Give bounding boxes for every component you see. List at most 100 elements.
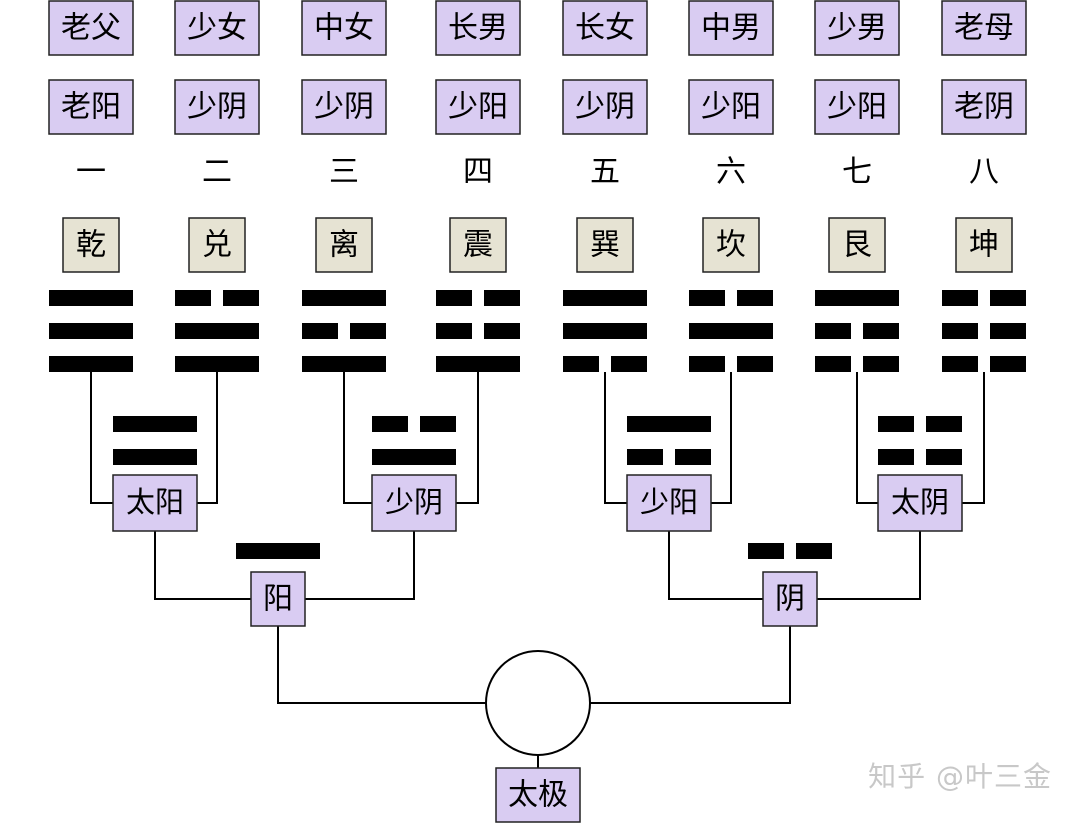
yinyang-label-7: 少阳 [814, 79, 900, 135]
trigram-7-row-3-yin-line [815, 356, 899, 372]
svg-text:阴: 阴 [775, 582, 805, 617]
trigram-4-row-3-yang-line [436, 356, 520, 372]
trigram-1-row-2-yang-line [49, 323, 133, 339]
family-role-7: 少男 [814, 0, 900, 56]
four-image-1-row-1-yang-line [113, 416, 197, 432]
trigram-3-row-2-yin-line [302, 323, 386, 339]
trigram-4-row-2-yin-line [436, 323, 520, 339]
four-image-3: 少阳 [626, 474, 712, 532]
trigram-number-5: 五 [590, 155, 620, 190]
svg-text:少阴: 少阴 [314, 90, 374, 125]
svg-text:少阳: 少阳 [448, 90, 508, 125]
family-role-6: 中男 [688, 0, 774, 56]
yinyang-label-6: 少阳 [688, 79, 774, 135]
yinyang-label-8: 老阴 [941, 79, 1027, 135]
yinyang-label-4: 少阳 [435, 79, 521, 135]
svg-text:太极: 太极 [508, 778, 568, 813]
svg-text:老父: 老父 [61, 11, 121, 46]
trigram-2-row-3-yang-line [175, 356, 259, 372]
trigram-5-row-1-yang-line [563, 290, 647, 306]
connector-four-image-4 [817, 531, 921, 600]
trigram-number-7: 七 [842, 155, 872, 190]
trigram-number-8: 八 [969, 155, 999, 190]
yinyang-label-1: 老阳 [48, 79, 134, 135]
connector-four-image-3 [668, 531, 763, 600]
two-form-1: 阳 [250, 571, 306, 627]
trigram-1-row-1-yang-line [49, 290, 133, 306]
four-image-4: 太阴 [877, 474, 963, 532]
taiji-circle [485, 650, 591, 756]
trigram-name-7: 艮 [828, 217, 886, 273]
connector-trigram-2 [197, 372, 218, 504]
svg-text:震: 震 [463, 228, 493, 263]
four-image-1-row-2-yang-line [113, 449, 197, 465]
connector-trigram-4 [456, 372, 479, 504]
trigram-7-row-1-yang-line [815, 290, 899, 306]
connector-trigram-8 [962, 372, 985, 504]
svg-text:离: 离 [329, 228, 359, 263]
connector-yang-taiji [277, 626, 486, 704]
family-role-2: 少女 [174, 0, 260, 56]
connector-yin-taiji [590, 626, 791, 704]
svg-text:坤: 坤 [969, 228, 999, 263]
four-image-2-row-1-yin-line [372, 416, 456, 432]
svg-text:艮: 艮 [842, 228, 872, 263]
trigram-8-row-2-yin-line [942, 323, 1026, 339]
trigram-6-row-3-yin-line [689, 356, 773, 372]
yinyang-label-3: 少阴 [301, 79, 387, 135]
trigram-7-row-2-yin-line [815, 323, 899, 339]
svg-text:兑: 兑 [202, 228, 232, 263]
family-role-1: 老父 [48, 0, 134, 56]
trigram-3-row-3-yang-line [302, 356, 386, 372]
connector-four-image-2 [305, 531, 415, 600]
four-image-4-row-2-yin-line [878, 449, 962, 465]
yinyang-label-2: 少阴 [174, 79, 260, 135]
svg-text:老阴: 老阴 [954, 90, 1014, 125]
svg-text:老母: 老母 [954, 11, 1014, 46]
two-form-2-row-1-yin-line [748, 543, 832, 559]
trigram-number-6: 六 [716, 155, 746, 190]
two-form-1-row-1-yang-line [236, 543, 320, 559]
svg-text:少阴: 少阴 [187, 90, 247, 125]
svg-text:太阳: 太阳 [126, 485, 184, 519]
yinyang-label-5: 少阴 [562, 79, 648, 135]
four-image-4-row-1-yin-line [878, 416, 962, 432]
connector-trigram-6 [711, 372, 732, 504]
svg-text:少阳: 少阳 [701, 90, 761, 125]
svg-text:少男: 少男 [827, 11, 887, 46]
trigram-name-4: 震 [449, 217, 507, 273]
trigram-number-1: 一 [76, 155, 106, 190]
tree-connectors [90, 372, 985, 768]
connector-trigram-1 [90, 372, 113, 504]
trigram-6-row-1-yin-line [689, 290, 773, 306]
four-image-2: 少阴 [371, 474, 457, 532]
trigram-number-2: 二 [202, 155, 232, 190]
family-role-4: 长男 [435, 0, 521, 56]
svg-text:少阴: 少阴 [385, 485, 443, 519]
trigram-name-6: 坎 [702, 217, 760, 273]
trigram-2-row-1-yin-line [175, 290, 259, 306]
svg-text:阳: 阳 [263, 582, 293, 617]
trigram-6-row-2-yang-line [689, 323, 773, 339]
svg-text:巽: 巽 [590, 228, 620, 263]
trigram-name-3: 离 [315, 217, 373, 273]
svg-text:太阴: 太阴 [891, 485, 949, 519]
trigram-name-8: 坤 [955, 217, 1013, 273]
trigram-3-row-1-yang-line [302, 290, 386, 306]
trigram-name-2: 兑 [188, 217, 246, 273]
svg-text:坎: 坎 [716, 228, 746, 263]
svg-text:少女: 少女 [187, 11, 247, 46]
trigram-8-row-1-yin-line [942, 290, 1026, 306]
trigram-5-row-2-yang-line [563, 323, 647, 339]
family-role-8: 老母 [941, 0, 1027, 56]
connector-trigram-7 [856, 372, 878, 504]
watermark: 知乎 @叶三金 [868, 760, 1052, 793]
connector-trigram-5 [604, 372, 627, 504]
connector-four-image-1 [154, 531, 251, 600]
four-image-1: 太阳 [112, 474, 198, 532]
four-image-3-row-2-yin-line [627, 449, 711, 465]
diagram-nodes: 老父少女中女长男长女中男少男老母老阳少阴少阴少阳少阴少阳少阳老阴一二三四五六七八… [48, 0, 1027, 823]
svg-text:老阳: 老阳 [61, 90, 121, 125]
family-role-5: 长女 [562, 0, 648, 56]
